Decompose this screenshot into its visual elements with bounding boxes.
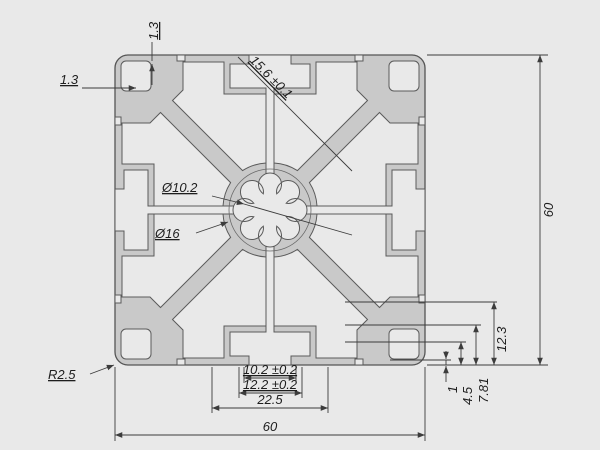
- extrusion-profile: [114, 54, 426, 366]
- dimension-corner-radius: R2.5: [48, 364, 115, 382]
- dimension-overall-height: 60: [427, 54, 556, 366]
- dimension-center-bore: Ø10.2: [161, 180, 353, 236]
- dimension-slot-width-a: 10.2 ±0.2: [243, 362, 298, 383]
- dimension-label-height: 60: [541, 202, 556, 217]
- dimension-wall-top: 1.3: [146, 21, 161, 85]
- cavity: [171, 61, 267, 172]
- dimension-depth-stack: 12.3 7.81 4.5 1: [345, 301, 509, 405]
- dimension-label-step-2: 4.5: [460, 386, 475, 405]
- dimension-label-step-1: 1: [445, 386, 460, 393]
- dimension-label-step-3: 7.81: [476, 378, 491, 403]
- corner-channel: [114, 54, 186, 126]
- dimension-label-slot-width-b: 12.2 ±0.2: [243, 377, 298, 392]
- dimension-label-bore-circle: Ø16: [154, 226, 180, 241]
- dimension-label-width: 60: [263, 419, 278, 434]
- dimension-label-corner-radius: R2.5: [48, 367, 76, 382]
- dimension-label-step-4: 12.3: [494, 326, 509, 352]
- dimension-overall-width: 60: [114, 367, 426, 441]
- center-bore-rosette: [232, 172, 308, 248]
- dimension-wall-left: 1.3: [60, 72, 136, 91]
- profile-cutouts: [114, 54, 426, 366]
- dimension-label-slot-span: 22.5: [256, 392, 283, 407]
- dimension-label-wall-left: 1.3: [60, 72, 79, 87]
- dimension-label-slot-width-a: 10.2 ±0.2: [243, 362, 298, 377]
- dimension-bore-circle: Ø16: [154, 221, 229, 241]
- bore-reference-circle: [228, 168, 312, 252]
- dimension-label-wall-top: 1.3: [146, 21, 161, 40]
- dimension-label-center-bore: Ø10.2: [161, 180, 198, 195]
